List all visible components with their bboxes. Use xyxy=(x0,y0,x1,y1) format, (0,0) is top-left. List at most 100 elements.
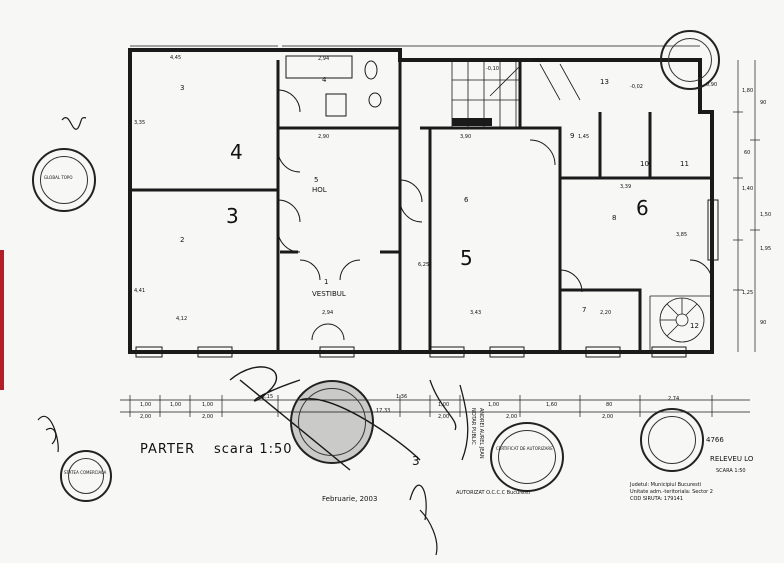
room-number-12: 12 xyxy=(690,322,699,330)
top-right-stamp xyxy=(660,30,720,90)
room-number-10: 10 xyxy=(640,160,649,168)
level-000: ±0,00 xyxy=(532,58,548,64)
right-dim-c: 60 xyxy=(744,150,751,156)
global-topo-stamp xyxy=(32,148,96,212)
bottom-dim-m: 2,00 xyxy=(438,414,450,420)
facade-windows xyxy=(135,199,719,358)
right-dim-d: 1,40 xyxy=(742,186,754,192)
bottom-dim-g: 1,00 xyxy=(488,402,500,408)
bottom-dim-a: 1,00 xyxy=(140,402,152,408)
bottom-dim-l: 2,00 xyxy=(202,414,214,420)
interior-walls xyxy=(130,60,712,352)
notary-line-1: ANDREI AUREL JEAN xyxy=(478,408,484,459)
hand-number-4: 4 xyxy=(230,140,243,164)
siruta-label: COD SIRUTA: 179141 xyxy=(630,496,684,502)
exterior-wall xyxy=(128,48,714,354)
hand-number-5: 5 xyxy=(460,246,473,270)
bottom-dim-total: 17,33 xyxy=(376,408,391,414)
room-name-hol: HOL xyxy=(312,186,327,194)
right-dim-b: 90 xyxy=(760,100,767,106)
bottom-dim-o: 2,00 xyxy=(602,414,614,420)
dim-294: 2,94 xyxy=(318,56,330,62)
dim-390: 3,90 xyxy=(460,134,472,140)
dim-339: 3,39 xyxy=(620,184,632,190)
door-arcs xyxy=(277,89,713,341)
room-number-11: 11 xyxy=(680,160,689,168)
room-number-5: 5 xyxy=(314,176,319,184)
level-002: -0,02 xyxy=(630,84,643,90)
bottom-dim-b: 1,00 xyxy=(170,402,182,408)
right-signature xyxy=(429,379,469,461)
bottom-right-signature xyxy=(409,484,438,556)
global-topo-text: GLOBAL TOPO xyxy=(44,175,73,180)
right-dim-f: 1,95 xyxy=(760,246,772,252)
notary-line-2: NOTAR PUBLIC xyxy=(470,408,476,445)
binding-edge xyxy=(0,250,4,390)
room-number-8: 8 xyxy=(612,214,617,222)
authorization-stamp xyxy=(490,422,564,492)
right-dimension-lines xyxy=(733,60,760,352)
room-number-3: 3 xyxy=(180,84,185,92)
dim-441: 4,41 xyxy=(134,288,146,294)
dim-220: 2,20 xyxy=(600,310,612,316)
sink xyxy=(368,92,382,108)
toilet xyxy=(364,60,378,80)
hand-number-6: 6 xyxy=(636,196,649,220)
level-090: 0,90 xyxy=(706,82,718,88)
bottom-dim-c: 1,00 xyxy=(202,402,214,408)
dim-335: 3,35 xyxy=(134,120,146,126)
right-dim-h: 90 xyxy=(760,320,767,326)
level-010: -0,10 xyxy=(486,66,499,72)
margin-scribble-top xyxy=(61,117,87,130)
right-dim-g: 1,25 xyxy=(742,290,754,296)
bottom-dim-j: 2,74 xyxy=(668,396,680,402)
bottom-dim-d: 2,15 xyxy=(262,394,274,400)
relevee-scale: SCARA 1:50 xyxy=(716,468,746,474)
bottom-dim-k: 2,00 xyxy=(140,414,152,420)
bottom-dim-i: 80 xyxy=(606,402,613,408)
room-number-13: 13 xyxy=(600,78,609,86)
dim-294b: 2,94 xyxy=(322,310,334,316)
dim-412: 4,12 xyxy=(176,316,188,322)
drawing-title: PARTER xyxy=(140,442,196,457)
drawing-scale: scara 1:50 xyxy=(214,442,293,457)
bottom-dim-h: 1,60 xyxy=(546,402,558,408)
right-dim-a: 1,80 xyxy=(742,88,754,94)
hand-number-3: 3 xyxy=(226,204,239,228)
drawing-date: Februarie, 2003 xyxy=(322,495,378,503)
bottom-left-stamp xyxy=(60,450,112,502)
notary-line-3: AUTORIZAT O.C.C.C Bucuresti xyxy=(456,490,531,496)
spiral-staircase xyxy=(649,295,712,352)
staircase-top xyxy=(451,60,581,128)
black-beam xyxy=(452,118,492,126)
judet-label: Judetul: Municipiul Bucuresti xyxy=(630,482,702,488)
stamp-number: 4766 xyxy=(706,436,724,444)
room-number-7: 7 xyxy=(582,306,587,314)
bottom-dim-n: 2,00 xyxy=(506,414,518,420)
washbasin xyxy=(325,93,347,117)
right-dim-e: 1,50 xyxy=(760,212,772,218)
dim-625: 6,25 xyxy=(418,262,430,268)
notary-round-stamp xyxy=(290,380,374,464)
dim-290: 2,90 xyxy=(318,134,330,140)
room-number-9: 9 xyxy=(570,132,575,140)
room-name-vestibul: VESTIBUL xyxy=(312,290,346,298)
margin-scribble-bottom xyxy=(37,416,59,453)
authorization-text: CERTIFICAT DE AUTORIZARE xyxy=(496,446,553,451)
uat-label: Unitate adm.-teritoriala: Sector 2 xyxy=(630,489,713,495)
relevee-title: RELEVEU LO xyxy=(710,455,754,463)
sheet-number: 3 xyxy=(412,454,420,468)
bathtub xyxy=(285,55,353,79)
room-number-1: 1 xyxy=(324,278,329,286)
dim-445: 4,45 xyxy=(170,55,182,61)
bottom-dimension-lines xyxy=(120,395,750,417)
room-number-2: 2 xyxy=(180,236,185,244)
bottom-dim-e: 1,36 xyxy=(396,394,408,400)
dim-385: 3,85 xyxy=(676,232,688,238)
dim-343: 3,43 xyxy=(470,310,482,316)
dim-145: 1,45 xyxy=(578,134,590,140)
room-number-6: 6 xyxy=(464,196,469,204)
room-number-4: 4 xyxy=(322,76,327,84)
